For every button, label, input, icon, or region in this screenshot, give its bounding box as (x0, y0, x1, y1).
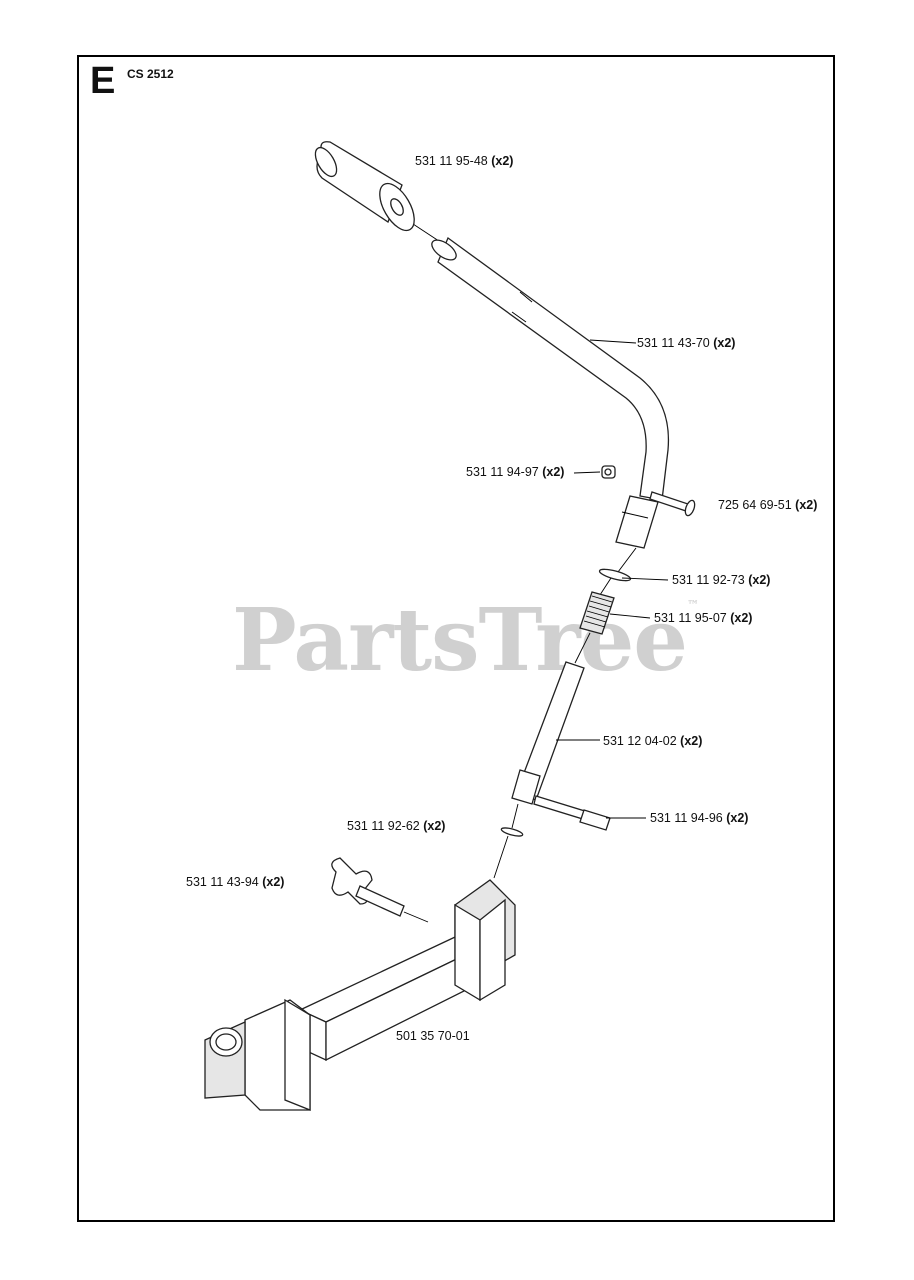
callout-leaders (556, 339, 669, 819)
watermark-text: PartsTree (232, 590, 688, 691)
part-label-base-frame[interactable]: 501 35 70-01 (396, 1029, 470, 1043)
lower-washer-part (500, 827, 524, 837)
handle-tube-part (431, 236, 670, 501)
pin-part (533, 795, 611, 831)
watermark: PartsTree™ (232, 590, 699, 691)
part-label-lower-tube[interactable]: 531 12 04-02 (x2) (603, 734, 703, 748)
diagram-frame (77, 55, 835, 1222)
part-label-grip[interactable]: 531 11 95-48 (x2) (415, 154, 514, 168)
part-label-screw[interactable]: 725 64 69-51 (x2) (718, 498, 818, 512)
spring-part (579, 591, 615, 635)
part-label-pin[interactable]: 531 11 94-96 (x2) (650, 811, 749, 825)
trademark-mark: ™ (687, 598, 699, 612)
washer-part (598, 568, 632, 582)
part-label-washer[interactable]: 531 11 92-73 (x2) (672, 573, 771, 587)
part-label-knob[interactable]: 531 11 43-94 (x2) (186, 875, 285, 889)
lower-tube-part (511, 661, 585, 805)
knob-part (331, 857, 405, 917)
part-label-nut[interactable]: 531 11 94-97 (x2) (466, 465, 565, 479)
model-code: CS 2512 (127, 67, 174, 81)
base-frame-part (204, 879, 516, 1111)
nut-part (601, 465, 616, 479)
screw-part (649, 491, 696, 517)
part-label-spring[interactable]: 531 11 95-07 (x2) (654, 611, 753, 625)
part-label-lower-washer[interactable]: 531 11 92-62 (x2) (347, 819, 446, 833)
handle-grip-part (314, 141, 415, 232)
part-label-handle-tube[interactable]: 531 11 43-70 (x2) (637, 336, 736, 350)
handle-sleeve-part (615, 495, 659, 549)
section-letter: E (90, 60, 116, 102)
